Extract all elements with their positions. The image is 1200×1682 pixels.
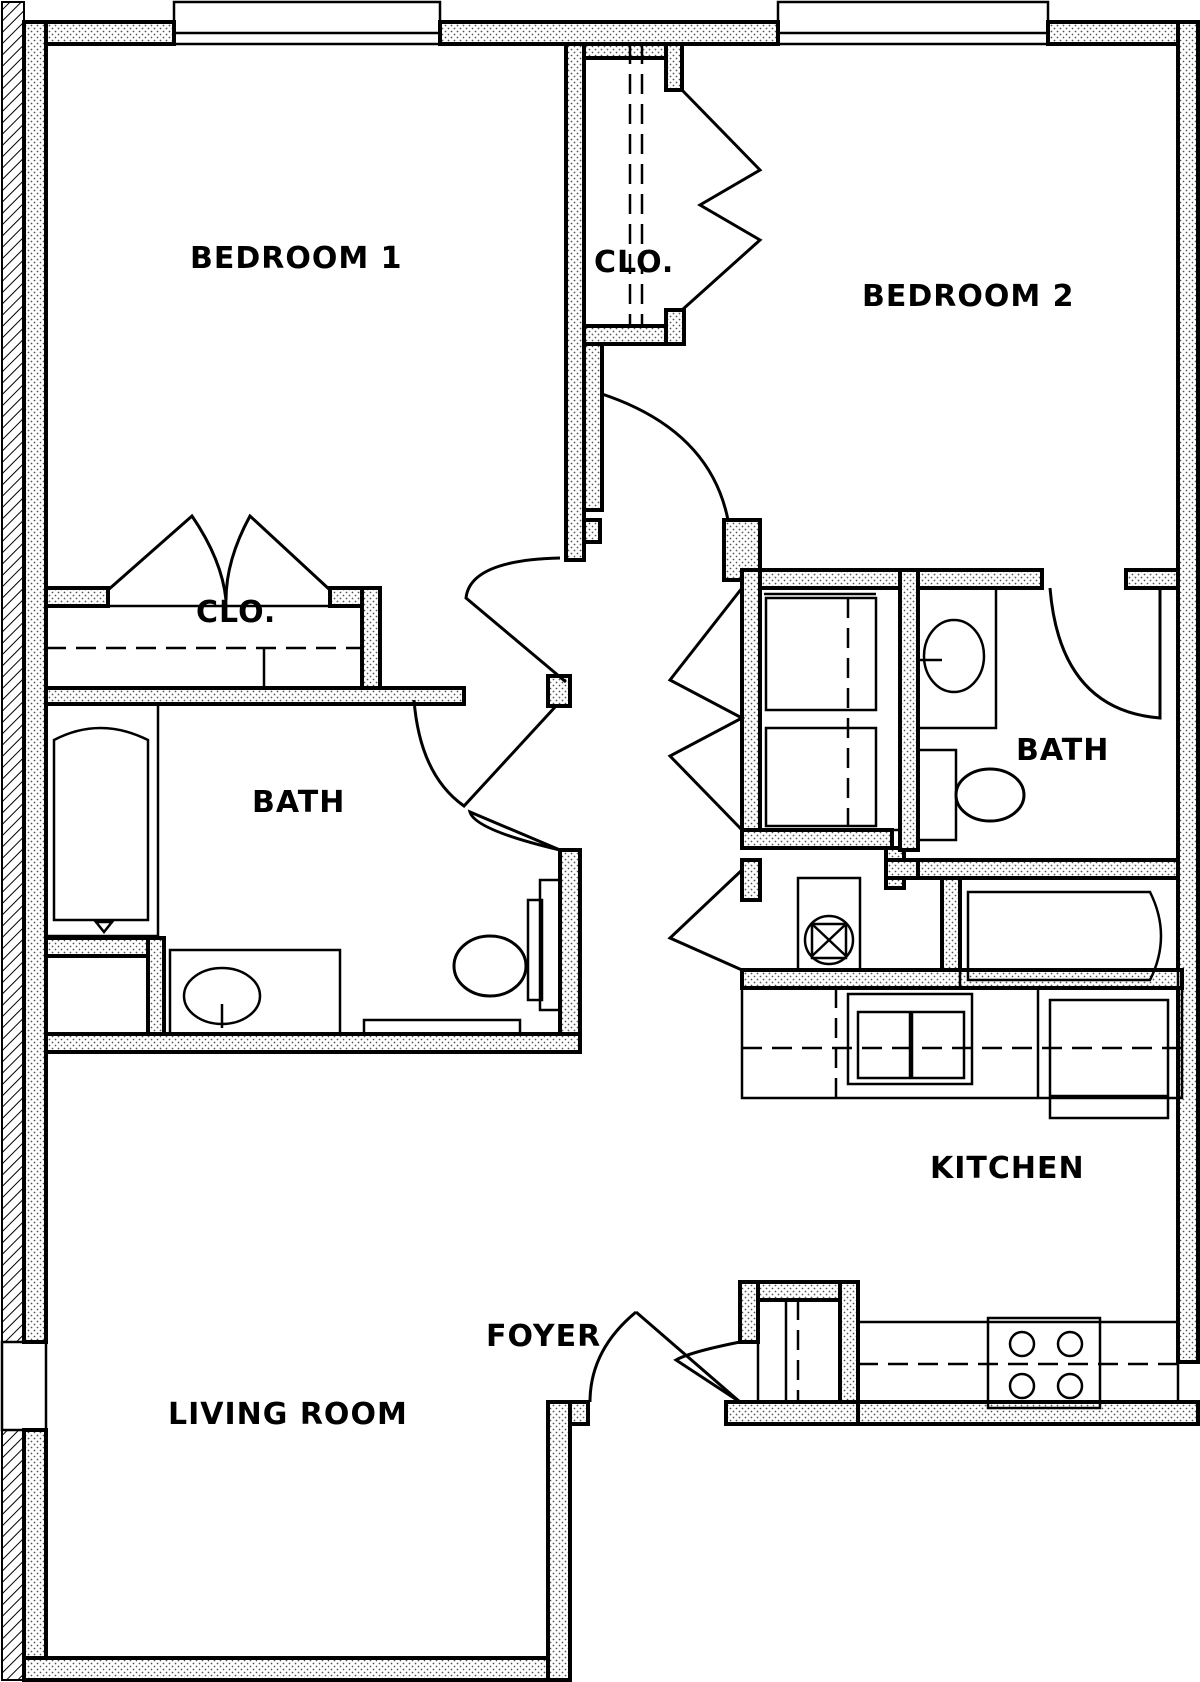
bedroom1-label: BEDROOM 1: [190, 241, 403, 276]
doors: [107, 88, 1162, 1404]
foyer-label: FOYER: [486, 1319, 601, 1354]
room-labels: BEDROOM 1 BEDROOM 2 CLO. CLO. BATH BATH …: [168, 241, 1109, 1432]
main-bath-label: BATH: [252, 785, 345, 820]
fixtures: [44, 44, 1184, 1410]
kitchen-label: KITCHEN: [930, 1151, 1085, 1186]
bedroom2-label: BEDROOM 2: [862, 279, 1075, 314]
bedroom2-closet-label: CLO.: [594, 245, 674, 280]
living-room-label: LIVING ROOM: [168, 1397, 408, 1432]
bedroom1-closet-label: CLO.: [196, 595, 276, 630]
bedroom2-bath-label: BATH: [1016, 733, 1109, 768]
